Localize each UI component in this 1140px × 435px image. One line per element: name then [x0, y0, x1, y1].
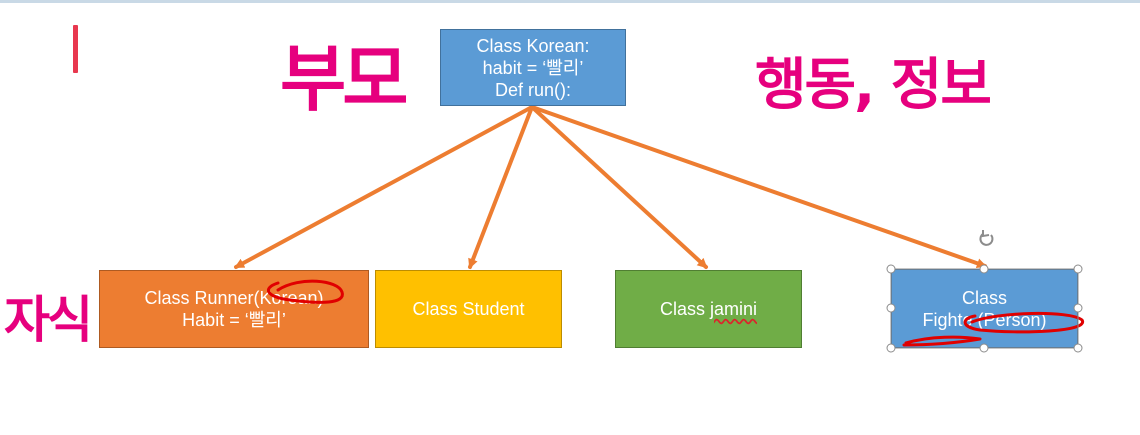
red-circle-korean [266, 279, 344, 304]
jamini-class-line1: Class jamini [660, 298, 757, 320]
selection-handles [886, 230, 1083, 353]
arrow-to-student [468, 105, 534, 269]
arrow-to-fighter [530, 105, 987, 269]
red-underline-fighter [902, 335, 982, 347]
runner-class-line2: Habit = ‘빨리’ [182, 310, 286, 330]
child-class-student-box[interactable]: Class Student [375, 270, 562, 348]
runner-class-line1: Class Runner(Korean) [144, 288, 324, 308]
child-class-jamini-box[interactable]: Class jamini [615, 270, 802, 348]
parent-class-line3: Def run(): [494, 79, 572, 100]
jamini-class-prefix: Class [659, 299, 710, 319]
rotate-handle-icon [979, 233, 994, 246]
handwritten-behavior-info-note: 행동, 정보 [755, 53, 992, 118]
arrow-to-runner [234, 105, 534, 269]
arrow-to-jamini [530, 105, 708, 269]
student-class-line1: Class Student [412, 299, 525, 319]
handwritten-parent-note: 부모 [280, 37, 409, 121]
fighter-class-line1: Class [961, 287, 1007, 308]
handwritten-child-note: 자식 [4, 291, 93, 349]
parent-class-korean-box[interactable]: Class Korean: habit = ‘빨리’ Def run(): [440, 29, 626, 106]
top-border [0, 0, 1140, 3]
red-circle-person [963, 311, 1084, 334]
jamini-class-name: jamini [710, 299, 758, 319]
text-cursor [73, 25, 78, 73]
parent-class-line1: Class Korean: [476, 35, 590, 56]
parent-class-line2: habit = ‘빨리’ [482, 57, 584, 78]
